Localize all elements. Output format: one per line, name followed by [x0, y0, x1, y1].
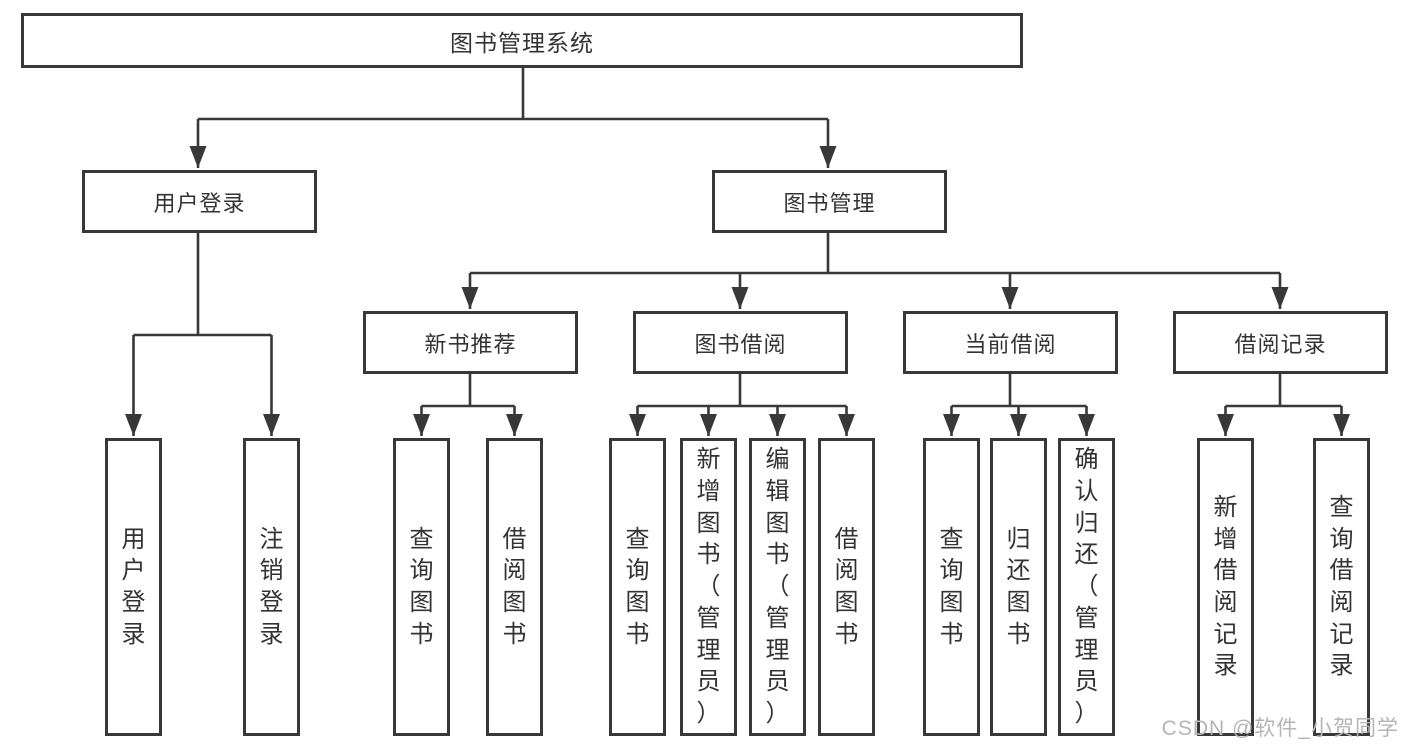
node-label: 确认归还（管理员）: [1074, 446, 1099, 727]
node-label: 查询图书: [409, 525, 434, 648]
node-leaf-confirm-return-admin: 确认归还（管理员）: [1058, 438, 1115, 736]
node-root: 图书管理系统: [21, 13, 1023, 68]
node-leaf-add-borrow-record: 新增借阅记录: [1197, 438, 1254, 736]
node-label: 新增借阅记录: [1213, 493, 1238, 680]
connector-current-borrow-children: [943, 374, 1095, 436]
node-leaf-query-book-b: 查询图书: [609, 438, 666, 736]
connector-root-to-level2: [189, 68, 837, 168]
node-label: 查询图书: [939, 525, 964, 648]
node-label: 借阅图书: [502, 525, 527, 648]
node-new-book-rec: 新书推荐: [363, 311, 578, 374]
connector-user-login-children: [125, 233, 280, 436]
node-borrow-record: 借阅记录: [1173, 311, 1388, 374]
node-leaf-user-login: 用户登录: [105, 438, 162, 736]
connector-new-book-rec-children: [413, 374, 523, 436]
node-leaf-edit-book-admin: 编辑图书（管理员）: [749, 438, 806, 736]
node-label: 借阅图书: [834, 525, 859, 648]
node-book-borrow: 图书借阅: [633, 311, 848, 374]
node-leaf-borrow-book-a: 借阅图书: [486, 438, 543, 736]
node-user-login: 用户登录: [82, 170, 317, 233]
node-label: 用户登录: [121, 525, 146, 648]
node-leaf-query-book-a: 查询图书: [393, 438, 450, 736]
node-book-mgmt: 图书管理: [712, 170, 947, 233]
node-label: 编辑图书（管理员）: [765, 446, 790, 727]
node-leaf-add-book-admin: 新增图书（管理员）: [680, 438, 737, 736]
node-leaf-logout-login: 注销登录: [243, 438, 300, 736]
node-leaf-query-borrow-record: 查询借阅记录: [1313, 438, 1370, 736]
node-label: 归还图书: [1006, 525, 1031, 648]
connector-book-borrow-children: [629, 374, 855, 436]
connector-borrow-record-children: [1217, 374, 1350, 436]
node-label: 查询借阅记录: [1329, 493, 1354, 680]
connector-book-mgmt-children: [461, 233, 1289, 309]
node-leaf-return-book: 归还图书: [990, 438, 1047, 736]
node-label: 注销登录: [259, 525, 284, 648]
node-current-borrow: 当前借阅: [903, 311, 1118, 374]
node-label: 新增图书（管理员）: [696, 446, 721, 727]
csdn-watermark: CSDN @软件_小贺同学: [1161, 717, 1399, 740]
node-label: 查询图书: [625, 525, 650, 648]
node-leaf-query-book-c: 查询图书: [923, 438, 980, 736]
node-leaf-borrow-book-b: 借阅图书: [818, 438, 875, 736]
